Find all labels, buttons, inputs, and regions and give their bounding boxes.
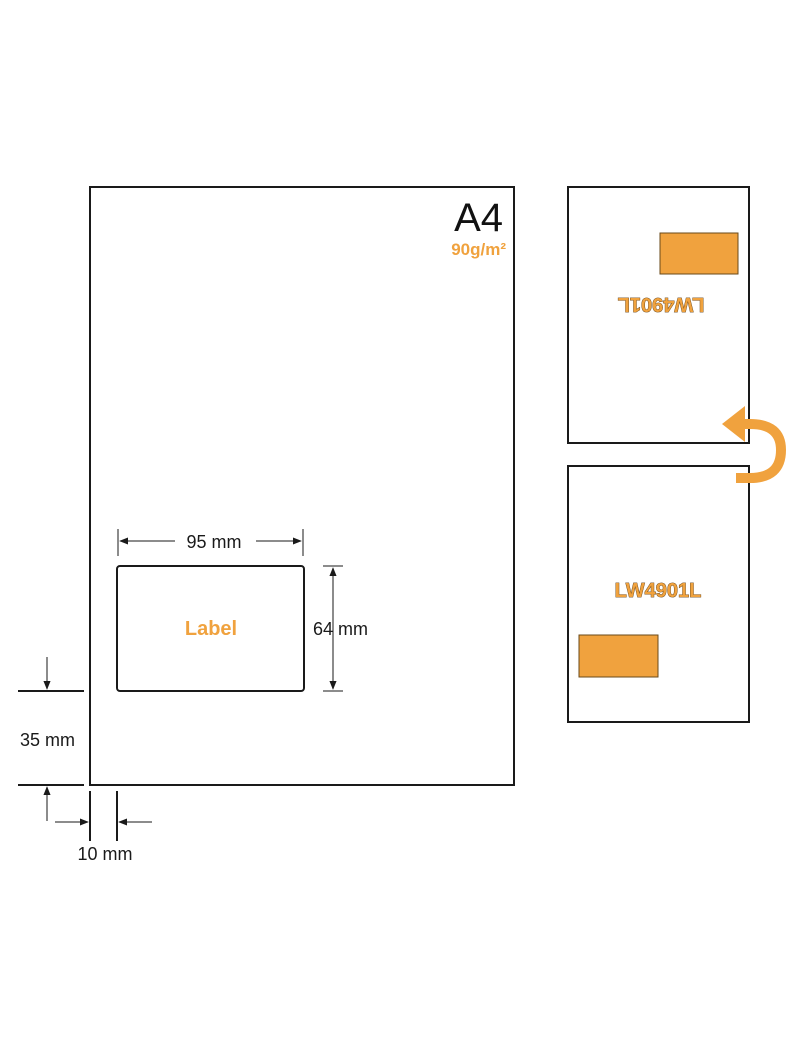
label-width-dimension: 95 mm <box>117 529 304 556</box>
sheet-size-label: A4 <box>454 196 503 240</box>
preview-sheet-back: LW4901L <box>567 186 750 444</box>
label-height-dimension: 64 mm <box>313 565 368 692</box>
label-text: Label <box>185 618 237 640</box>
sheet-weight-label: 90g/m² <box>451 240 506 259</box>
preview-label-front <box>578 634 659 678</box>
label-area <box>116 565 305 692</box>
product-code-mirrored: LW4901L <box>618 293 705 315</box>
label-width-text: 95 mm <box>186 532 241 552</box>
product-code: LW4901L <box>615 580 702 602</box>
a4-sheet <box>89 186 515 786</box>
left-offset-dimension: 10 mm <box>55 791 152 864</box>
bottom-offset-text: 35 mm <box>20 730 75 750</box>
left-offset-text: 10 mm <box>77 844 132 864</box>
label-height-text: 64 mm <box>313 619 368 639</box>
preview-sheet-front: LW4901L <box>567 465 750 723</box>
bottom-offset-dimension: 35 mm <box>18 657 84 821</box>
preview-label-back <box>659 232 739 275</box>
flip-arrow-icon <box>722 406 786 483</box>
